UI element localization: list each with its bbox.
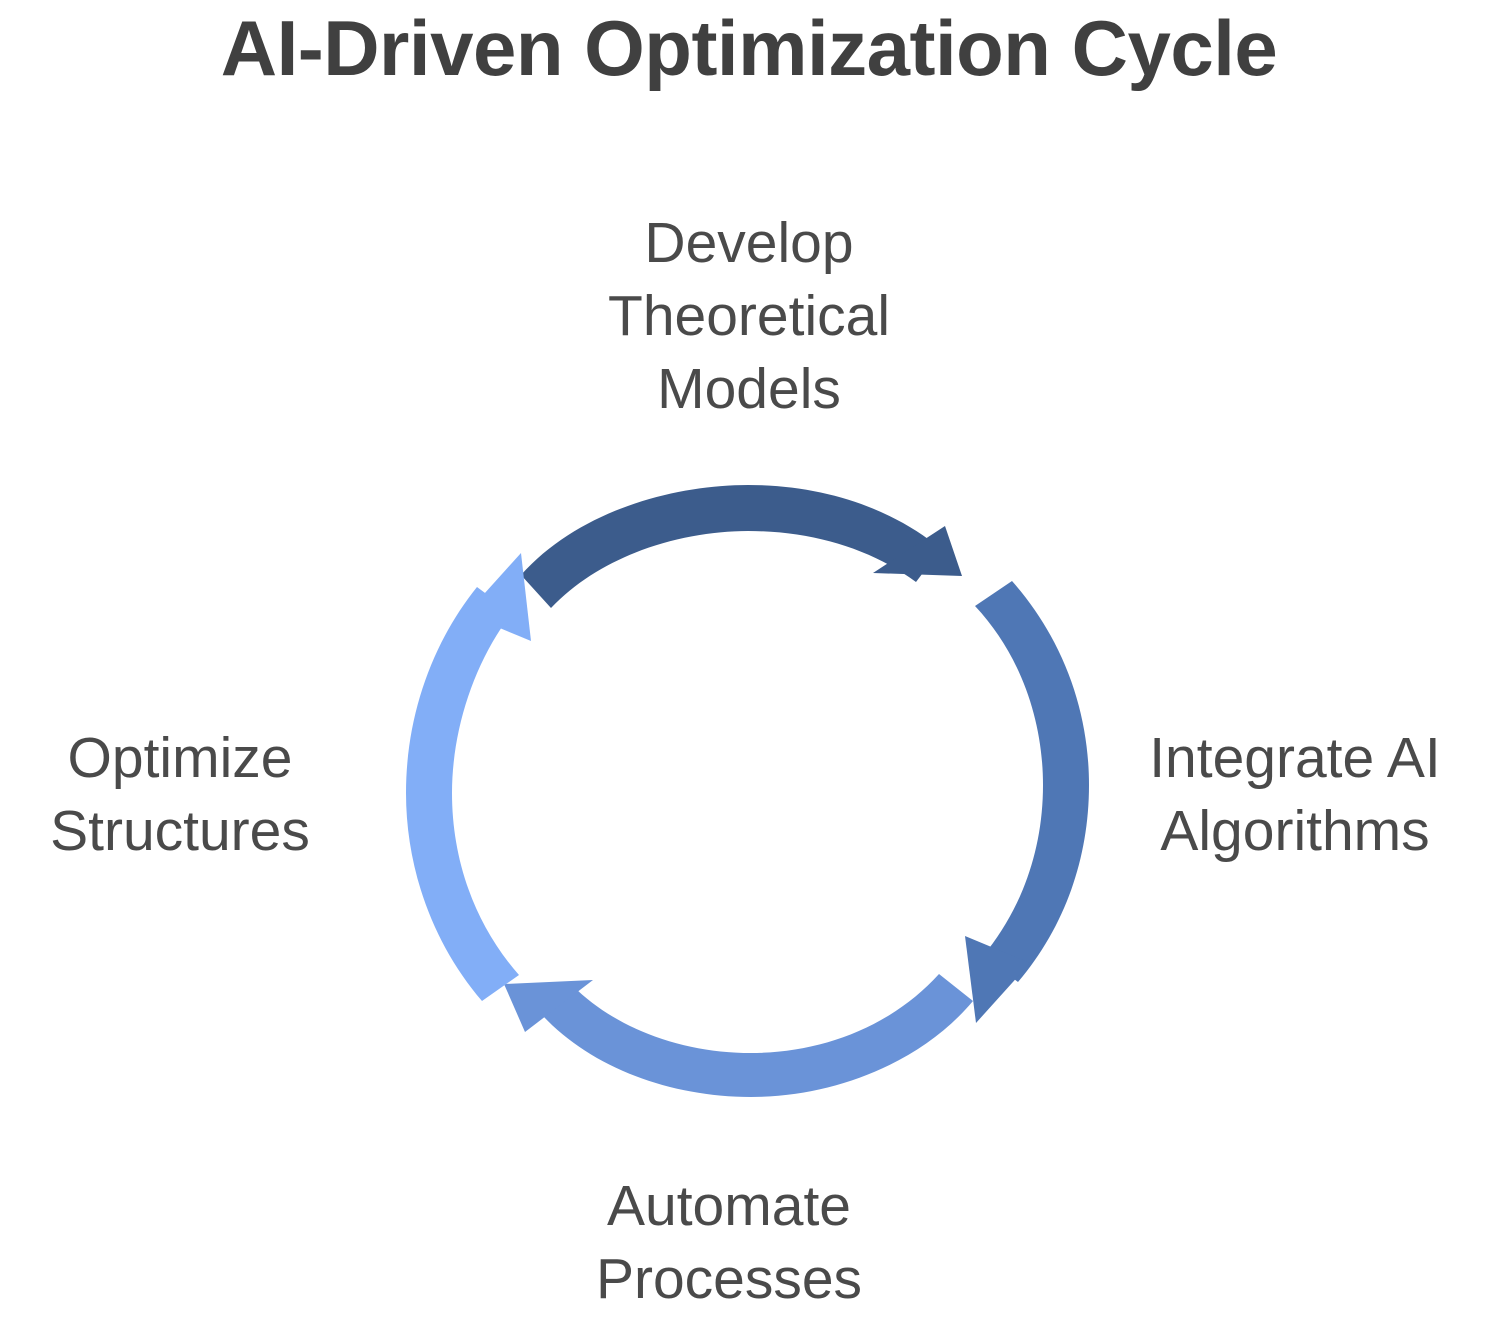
cycle-arrow-ring bbox=[373, 463, 1123, 1123]
arrow-left-icon bbox=[406, 553, 531, 1001]
arrow-right-icon bbox=[965, 581, 1089, 1023]
arrow-top-icon bbox=[521, 485, 962, 608]
stage-label-automate-processes: Automate Processes bbox=[595, 1174, 863, 1311]
stage-label-develop-theoretical-models: Develop Theoretical Models bbox=[608, 211, 890, 421]
stage-label-integrate-ai-algorithms: Integrate AI Algorithms bbox=[1149, 726, 1441, 863]
page-title: AI-Driven Optimization Cycle bbox=[220, 4, 1278, 92]
arrow-bottom-icon bbox=[504, 974, 973, 1097]
stage-label-optimize-structures: Optimize Structures bbox=[50, 726, 310, 863]
